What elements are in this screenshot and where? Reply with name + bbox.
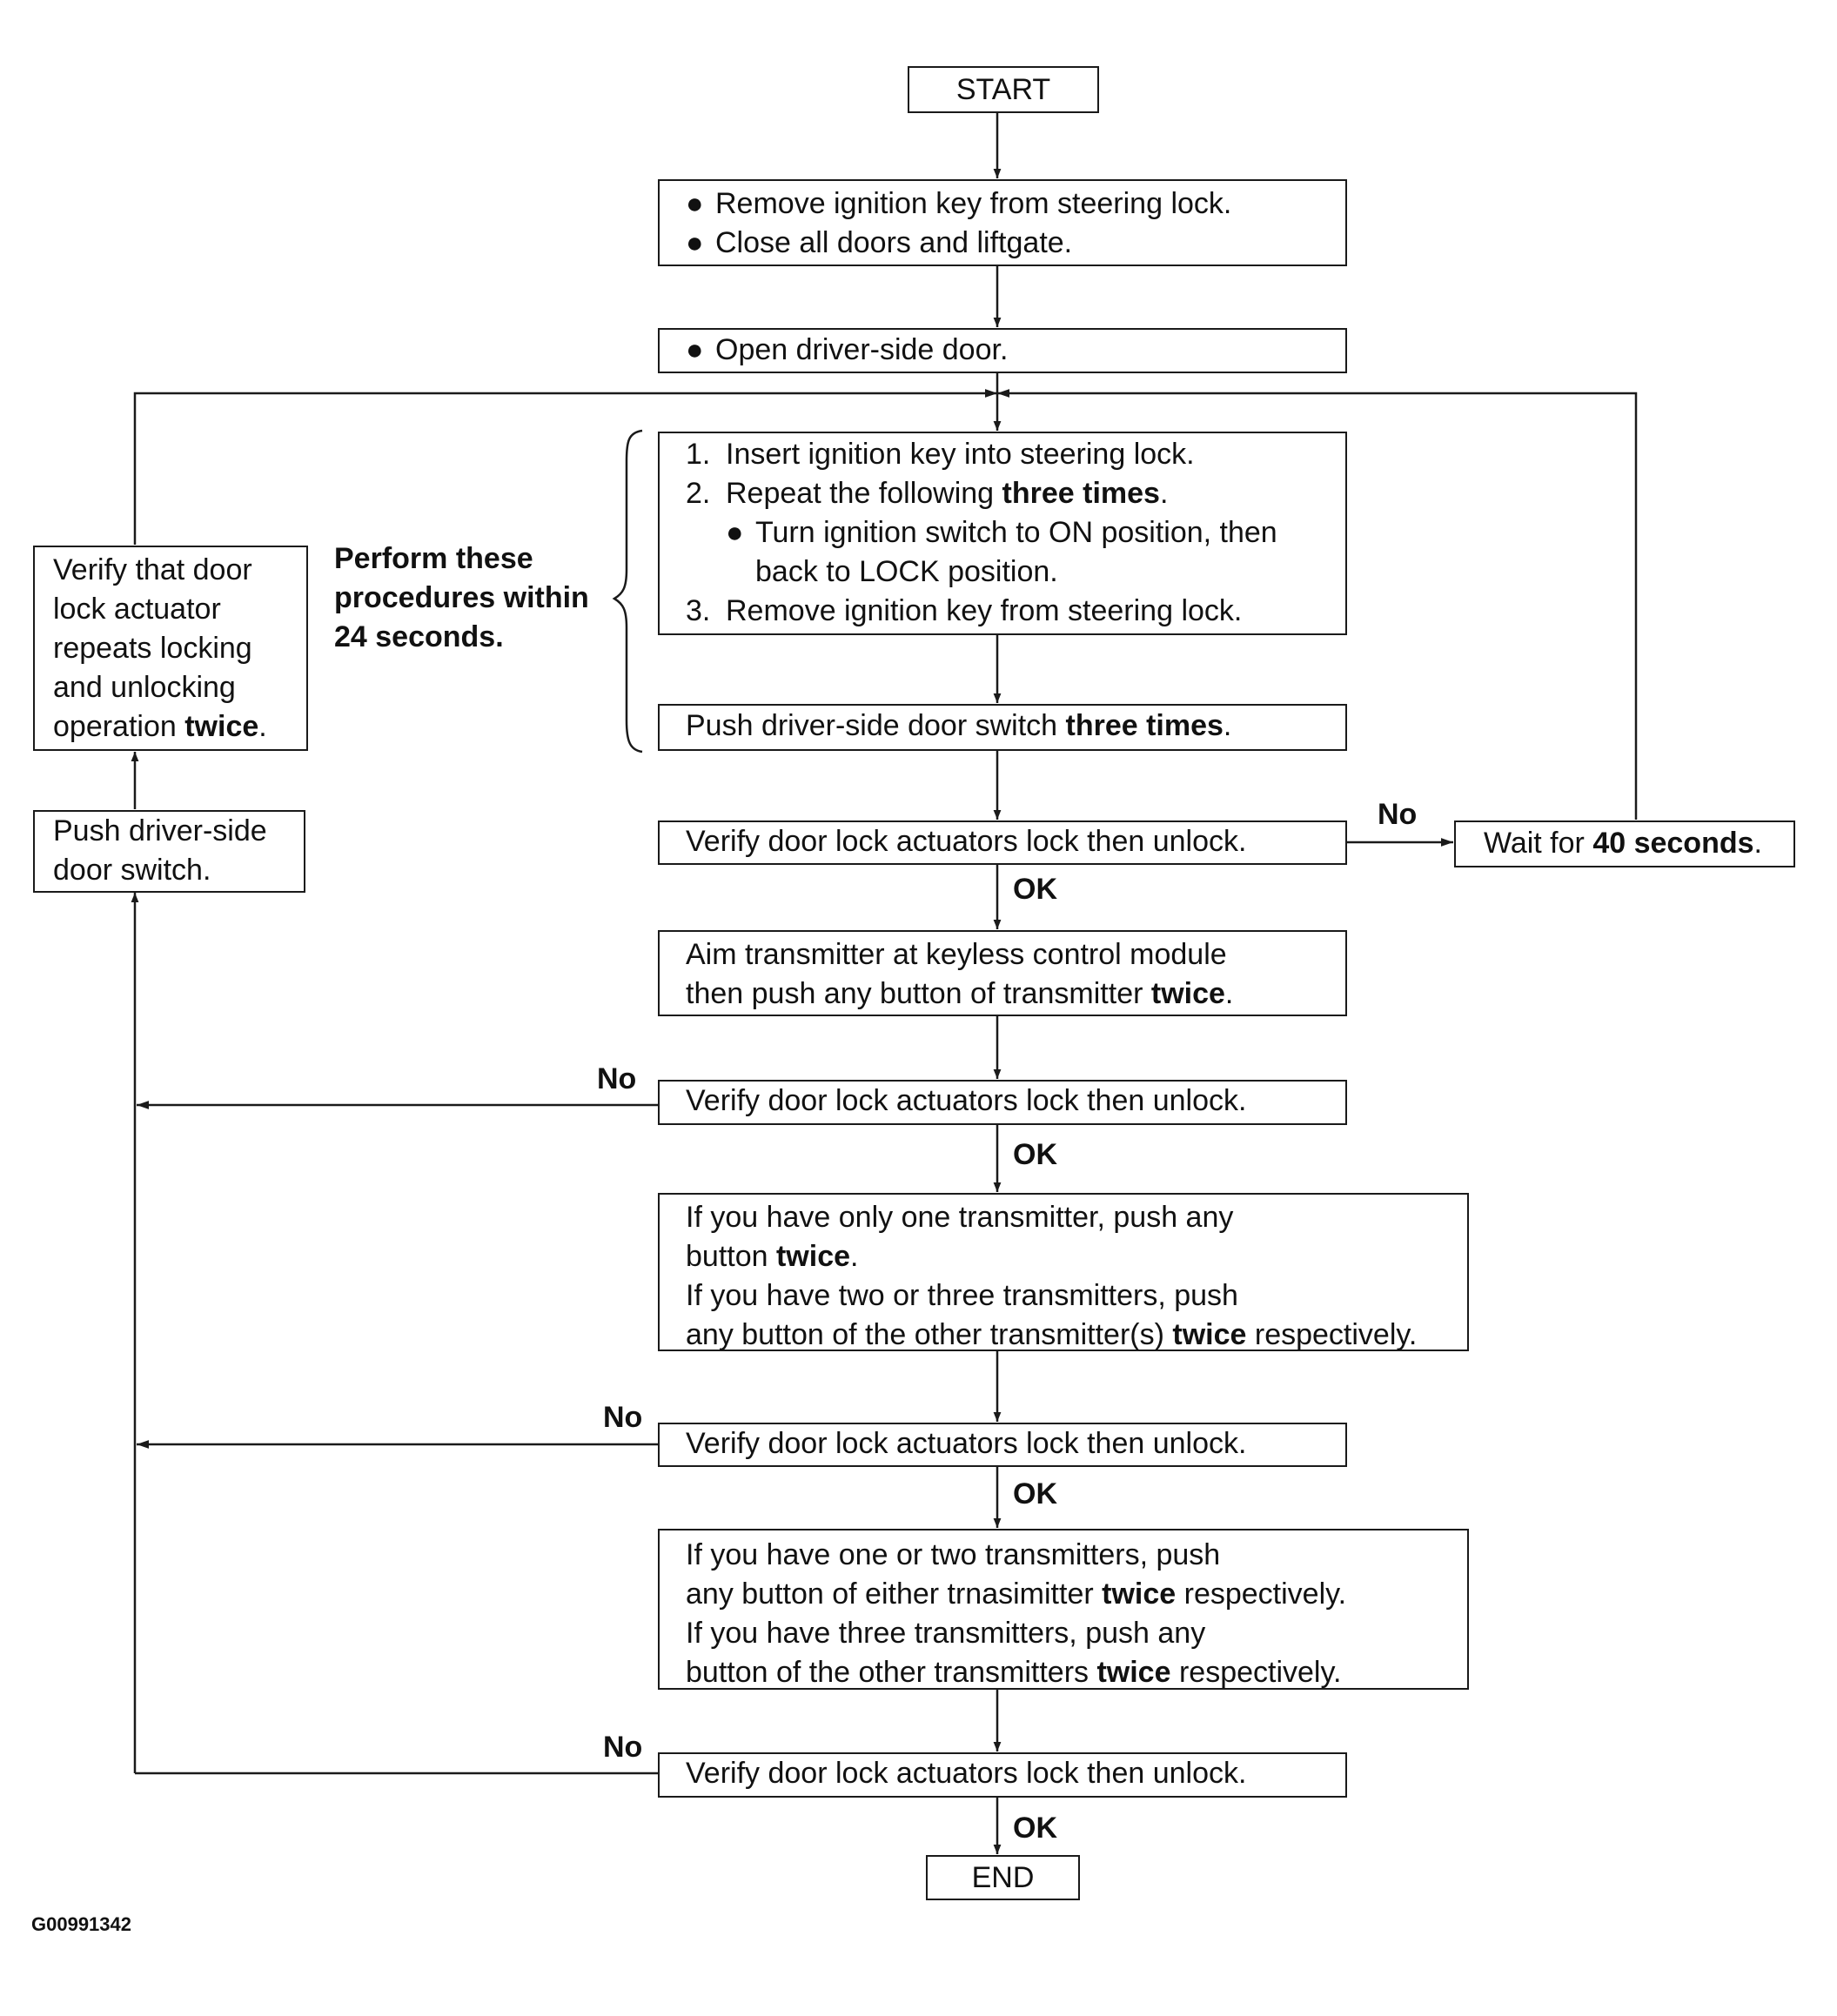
step2-line: ●Open driver-side door. [686, 331, 1345, 370]
step3-sub2: back to LOCK position. [755, 555, 1058, 588]
end-box: END [926, 1855, 1080, 1900]
aim-box: Aim transmitter at keyless control modul… [658, 930, 1347, 1016]
start-label: START [955, 73, 1051, 106]
one-transmitter-box: If you have only one transmitter, push a… [658, 1193, 1469, 1351]
line-verifyleft-loop [133, 389, 997, 545]
step3-sub1: ●Turn ignition switch to ON position, th… [686, 513, 1345, 553]
step3-item3: 3.Remove ignition key from steering lock… [686, 594, 1243, 627]
step3-item1: 1.Insert ignition key into steering lock… [686, 438, 1195, 471]
line-wait-loop [997, 389, 1638, 820]
bullet-icon: ● [686, 333, 704, 366]
verify2-box: Verify door lock actuators lock then unl… [658, 1080, 1347, 1125]
wait-box: Wait for 40 seconds. [1454, 820, 1795, 867]
start-box: START [908, 66, 1099, 113]
two-transmitters-box: If you have one or two transmitters, pus… [658, 1529, 1469, 1690]
step3-item2: 2.Repeat the following three times. [686, 477, 1169, 510]
no-label-2: No [597, 1062, 637, 1095]
step1-line2: ●Close all doors and liftgate. [686, 224, 1345, 263]
bullet-icon: ● [686, 187, 704, 220]
no-label-wait: No [1378, 798, 1418, 831]
end-label: END [971, 1861, 1035, 1894]
left-verify-box: Verify that door lock actuator repeats l… [33, 546, 308, 751]
figure-code: G00991342 [31, 1913, 131, 1935]
step2-box: ●Open driver-side door. [658, 328, 1347, 373]
step3-box: 1.Insert ignition key into steering lock… [658, 432, 1347, 635]
ok-label-1: OK [1013, 873, 1057, 906]
ok-label-3: OK [1013, 1477, 1057, 1510]
verify1-box: Verify door lock actuators lock then unl… [658, 820, 1347, 865]
ok-label-4: OK [1013, 1812, 1057, 1845]
verify3-box: Verify door lock actuators lock then unl… [658, 1423, 1347, 1467]
step4-box: Push driver-side door switch three times… [658, 704, 1347, 751]
no-label-3: No [603, 1401, 643, 1434]
bullet-icon: ● [726, 516, 744, 549]
left-push-box: Push driver-side door switch. [33, 810, 305, 893]
step1-line1: ●Remove ignition key from steering lock. [686, 184, 1345, 224]
no-label-4: No [603, 1731, 643, 1764]
timing-note: Perform these procedures within 24 secon… [334, 542, 589, 653]
verify4-box: Verify door lock actuators lock then unl… [658, 1752, 1347, 1798]
bullet-icon: ● [686, 226, 704, 259]
step1-box: ●Remove ignition key from steering lock.… [658, 179, 1347, 266]
ok-label-2: OK [1013, 1138, 1057, 1171]
brace [612, 429, 643, 753]
